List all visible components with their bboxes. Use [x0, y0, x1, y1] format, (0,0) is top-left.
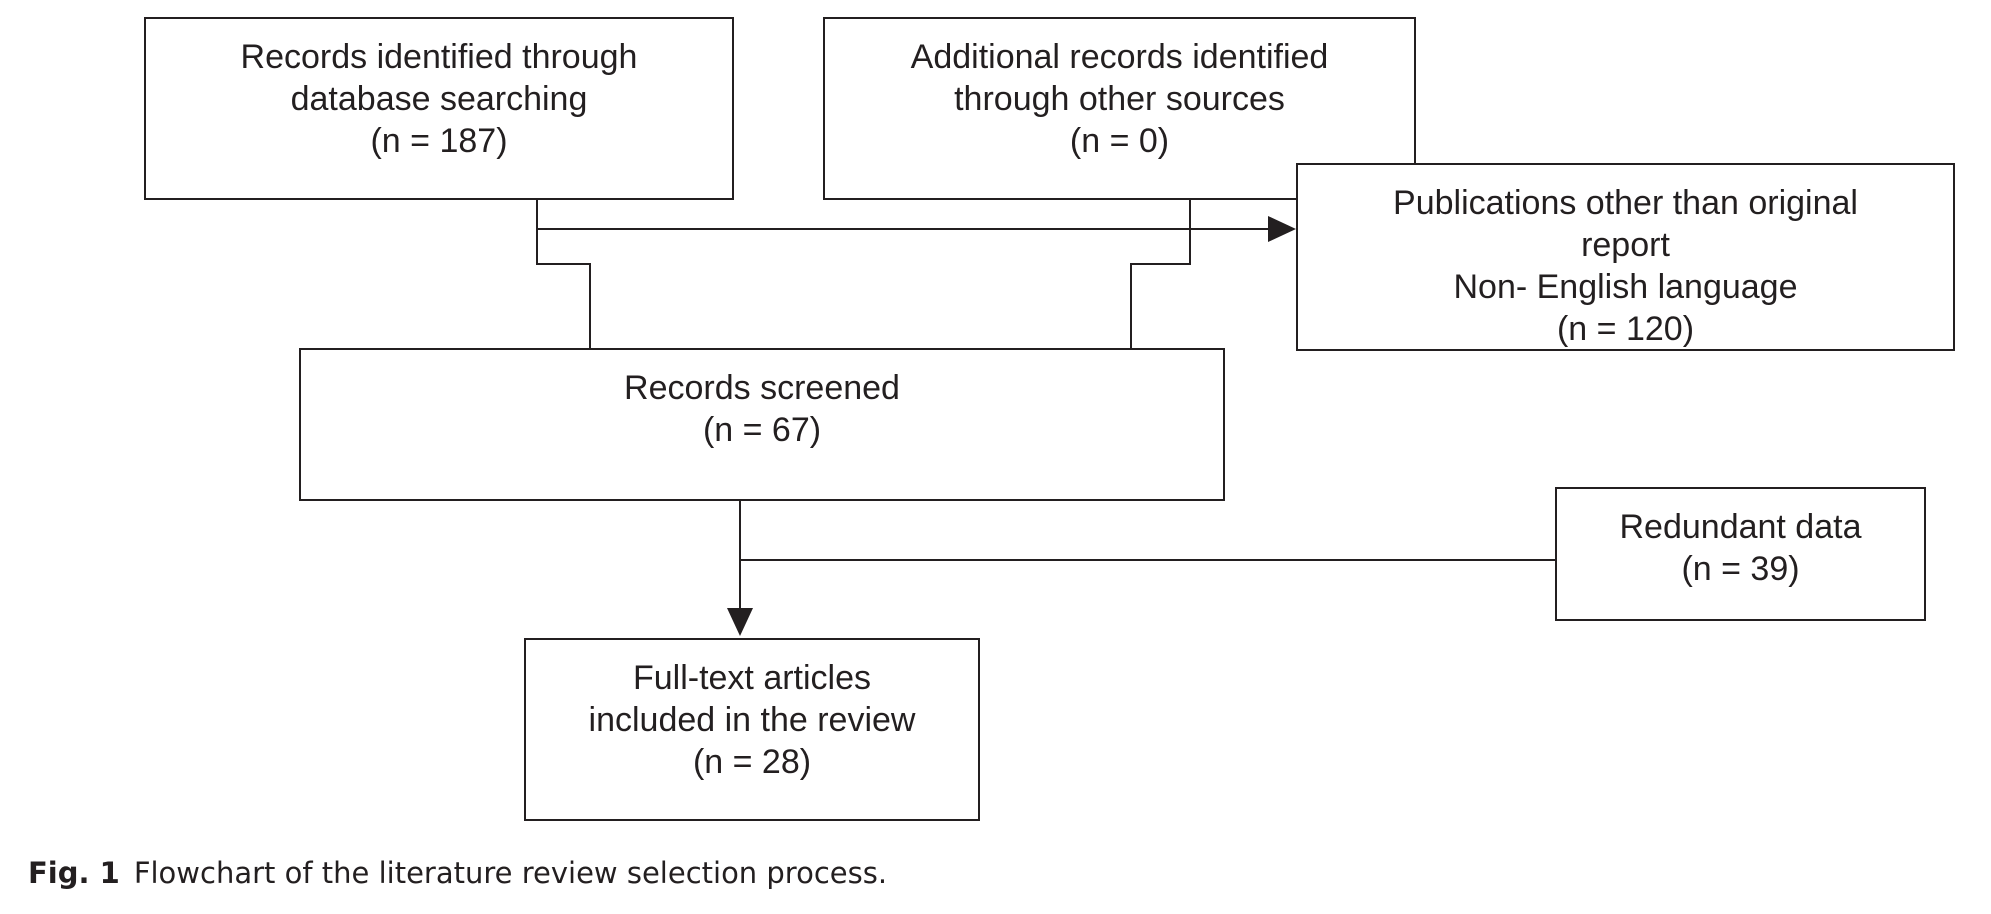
box-line: Records screened — [624, 369, 900, 407]
box-count: (n = 120) — [1556, 310, 1695, 348]
records-screened-box: Records screened (n = 67) — [299, 348, 1225, 501]
box-count: (n = 0) — [1069, 122, 1170, 160]
box-line: through other sources — [954, 80, 1285, 118]
box-line: Redundant data — [1619, 508, 1862, 546]
box-line: Full-text articles — [632, 659, 872, 697]
redundant-data-box: Redundant data (n = 39) — [1555, 487, 1926, 621]
full-text-articles-included-box: Full-text articles included in the revie… — [524, 638, 980, 821]
excluded-publications-box: Publications other than original report … — [1296, 163, 1955, 351]
box-line: Additional records identified — [910, 38, 1329, 76]
box-line: Non- English language — [1453, 268, 1798, 306]
connector-additional-to-screened — [1130, 200, 1191, 348]
box-line: included in the review — [588, 701, 916, 739]
box-count: (n = 67) — [702, 411, 822, 449]
box-count: (n = 39) — [1681, 550, 1800, 588]
figure-label: Fig. 1 — [28, 856, 120, 890]
box-line: Records identified through — [240, 38, 638, 76]
box-line: report — [1581, 226, 1670, 264]
records-identified-database-box: Records identified through database sear… — [144, 17, 734, 200]
arrowhead-to-excluded — [1268, 216, 1296, 242]
box-count: (n = 28) — [692, 743, 812, 781]
box-count: (n = 187) — [370, 122, 508, 160]
figure-caption-text: Flowchart of the literature review selec… — [133, 856, 888, 890]
arrowhead-to-included — [727, 608, 753, 636]
figure-caption: Fig. 1 Flowchart of the literature review… — [28, 855, 887, 891]
box-line: database searching — [290, 80, 588, 118]
connector-records-db-to-screened — [536, 200, 591, 348]
box-line: Publications other than original — [1393, 184, 1858, 222]
